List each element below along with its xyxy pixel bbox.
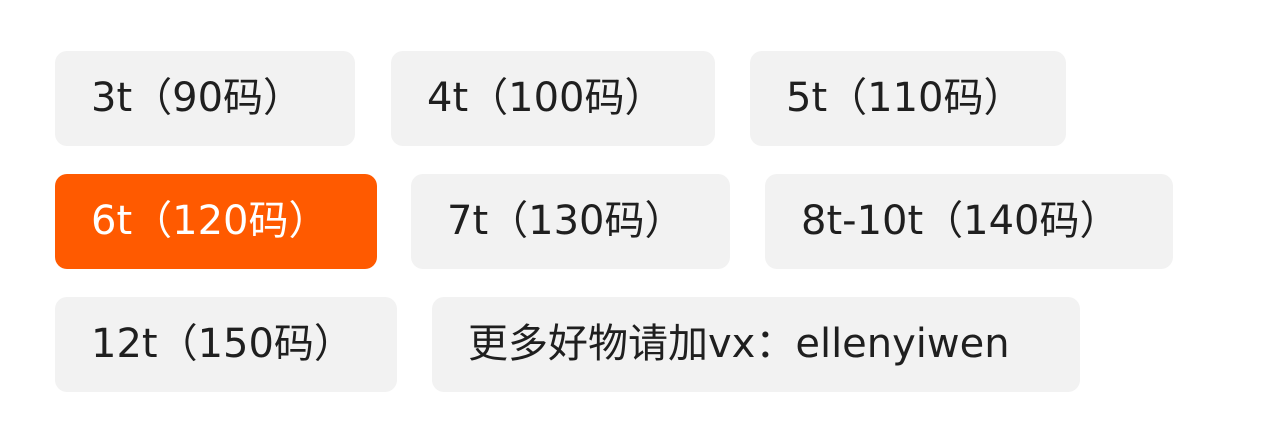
size-option-7t[interactable]: 7t（130码）	[411, 174, 730, 269]
size-option-8t-10t[interactable]: 8t-10t（140码）	[765, 174, 1173, 269]
size-option-3t[interactable]: 3t（90码）	[55, 51, 355, 146]
size-option-5t[interactable]: 5t（110码）	[750, 51, 1066, 146]
size-option-more-contact[interactable]: 更多好物请加vx：ellenyiwen	[432, 297, 1080, 392]
size-option-4t[interactable]: 4t（100码）	[391, 51, 715, 146]
size-option-6t-selected[interactable]: 6t（120码）	[55, 174, 377, 269]
size-option-12t[interactable]: 12t（150码）	[55, 297, 397, 392]
